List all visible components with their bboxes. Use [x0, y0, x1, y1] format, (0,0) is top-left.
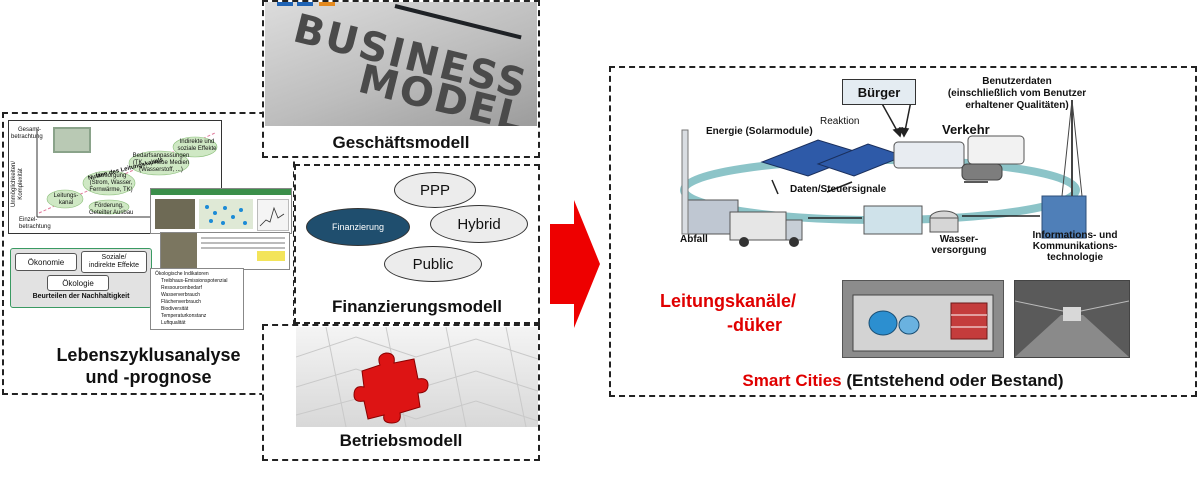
oval-public-label: Public — [412, 255, 454, 273]
puzzle-image — [296, 327, 538, 427]
oval-ppp: PPP — [394, 172, 476, 208]
buerger-label: Bürger — [857, 84, 901, 100]
map-graph — [257, 199, 289, 231]
chart-bubble-kanal: Leitungs- kanal — [53, 193, 79, 206]
table-line — [201, 242, 285, 244]
ikt-label: Informations- und Kommunikations- techno… — [1032, 230, 1118, 263]
ict-building-icon — [1041, 195, 1087, 239]
chart-y-top: Gesamt- betrachtung — [11, 127, 43, 140]
map-toolbar — [151, 189, 291, 195]
color-mark-blue — [277, 2, 293, 6]
sustainability-box: Ökonomie Soziale/ indirekte Effekte Ökol… — [10, 248, 152, 308]
tree-item: Treibhaus-Emissionspotenzial — [161, 278, 228, 284]
leitung-line2: -düker — [727, 315, 783, 335]
buerger-box: Bürger — [842, 79, 916, 105]
oval-finanzierung: Finanzierung — [306, 208, 410, 246]
abfall-label: Abfall — [680, 234, 708, 245]
arrow-right-icon — [550, 200, 600, 328]
map-screenshot — [150, 188, 292, 234]
oval-finanzierung-label: Finanzierung — [331, 222, 385, 232]
color-mark-orange — [319, 2, 335, 6]
chart-bubble-foerderung: Förderung, Geteilter Ausbau — [89, 203, 134, 216]
map-graph-lines — [259, 206, 285, 227]
sustain-soziale-label: Soziale/ indirekte Effekte — [88, 254, 140, 269]
lifecycle-title-line1: Lebenszyklusanalyse — [56, 345, 241, 365]
daten-label: Daten/Steuersignale — [790, 184, 887, 195]
tree-item: Flächenverbrauch — [161, 299, 202, 305]
sustain-soziale: Soziale/ indirekte Effekte — [81, 251, 147, 273]
table-highlight — [257, 251, 285, 261]
finance-caption: Finanzierungsmodell — [331, 297, 503, 316]
smart-cities-subtitle: (Entstehend oder Bestand) — [846, 371, 1064, 390]
utility-tunnel-cutaway — [842, 280, 1004, 358]
wasser-label: Wasser- versorgung — [931, 234, 987, 256]
chart-bubble-versorgung: Versorgung (Strom, Wasser, Fernwärme, TK… — [89, 173, 133, 193]
table-photo — [161, 233, 197, 269]
cutaway-graphics — [852, 294, 994, 352]
puzzle-graphics — [296, 327, 538, 427]
chart-y-axis: Unmöglichkeiten/ Komplexität — [11, 160, 24, 208]
tree-item: Ressourcenbedarf — [161, 285, 202, 291]
map-area — [199, 199, 253, 229]
color-mark-blue — [297, 2, 313, 6]
table-screenshot — [160, 232, 290, 270]
sustain-oekonomie: Ökonomie — [15, 253, 77, 271]
flow-arrows — [771, 95, 1040, 219]
sustain-oekologie: Ökologie — [47, 275, 109, 291]
chart-x-left: Einzel- betrachtung — [19, 217, 51, 230]
sustain-oekonomie-label: Ökonomie — [27, 257, 65, 267]
indicator-tree: Ökologische Indikatoren Treibhaus-Emissi… — [150, 268, 244, 330]
oval-ppp-label: PPP — [419, 181, 450, 199]
smart-cities-title: Smart Cities — [742, 371, 842, 390]
business-caption: Geschäftsmodell — [332, 133, 470, 152]
benutzerdaten-label: Benutzerdaten (einschließlich vom Benutz… — [947, 76, 1087, 111]
oval-public: Public — [384, 246, 482, 282]
map-dots — [205, 205, 247, 225]
sustain-footer: Beurteilen der Nachhaltigkeit — [32, 293, 130, 300]
verkehr-label: Verkehr — [942, 122, 990, 137]
tunnel-photo — [155, 199, 195, 229]
reaktion-label: Reaktion — [820, 116, 860, 127]
chart-bubble-effekte: Indirekte und soziale Effekte — [177, 139, 217, 152]
tram-icon — [893, 141, 965, 169]
tree-item: Ökologische Indikatoren — [155, 271, 209, 277]
bus-icon — [967, 135, 1025, 165]
leitung-line1: Leitungskanäle/ — [660, 291, 797, 311]
utility-tunnel-photo — [1014, 280, 1130, 358]
business-model-image: BUSINESS MODEL — [265, 2, 537, 126]
energie-label: Energie (Solarmodule) — [706, 126, 813, 137]
table-line — [201, 247, 285, 249]
tree-item: Temperaturkonstanz — [161, 313, 207, 319]
tree-item: Luftqualität — [161, 320, 186, 326]
smart-city-illustration — [680, 95, 1087, 247]
lifecycle-title-line2: und -prognose — [85, 367, 212, 387]
oval-hybrid: Hybrid — [430, 205, 528, 243]
tree-item: Biodiversität — [161, 306, 189, 312]
sustain-oekologie-label: Ökologie — [62, 278, 94, 288]
water-plant-icon — [863, 205, 923, 235]
tunnel-photo-graphics — [1015, 281, 1129, 357]
table-line — [201, 237, 285, 239]
utility-chart-graphics — [36, 127, 218, 218]
oval-hybrid-label: Hybrid — [457, 215, 501, 233]
tree-item: Wasserverbrauch — [161, 292, 200, 298]
operations-caption: Betriebsmodell — [339, 431, 463, 450]
utility-chart: Gesamt- betrachtung Unmöglichkeiten/ Kom… — [8, 120, 222, 234]
car-icon — [961, 163, 1003, 181]
truck-icon — [729, 211, 787, 241]
chimney-icon — [681, 129, 689, 235]
chart-bubble-bedarf: Bedarfsanpassungen (TK, ...)/neue Medien… — [132, 153, 190, 173]
smart-cities-footer: Smart Cities (Entstehend oder Bestand) — [610, 370, 1196, 392]
